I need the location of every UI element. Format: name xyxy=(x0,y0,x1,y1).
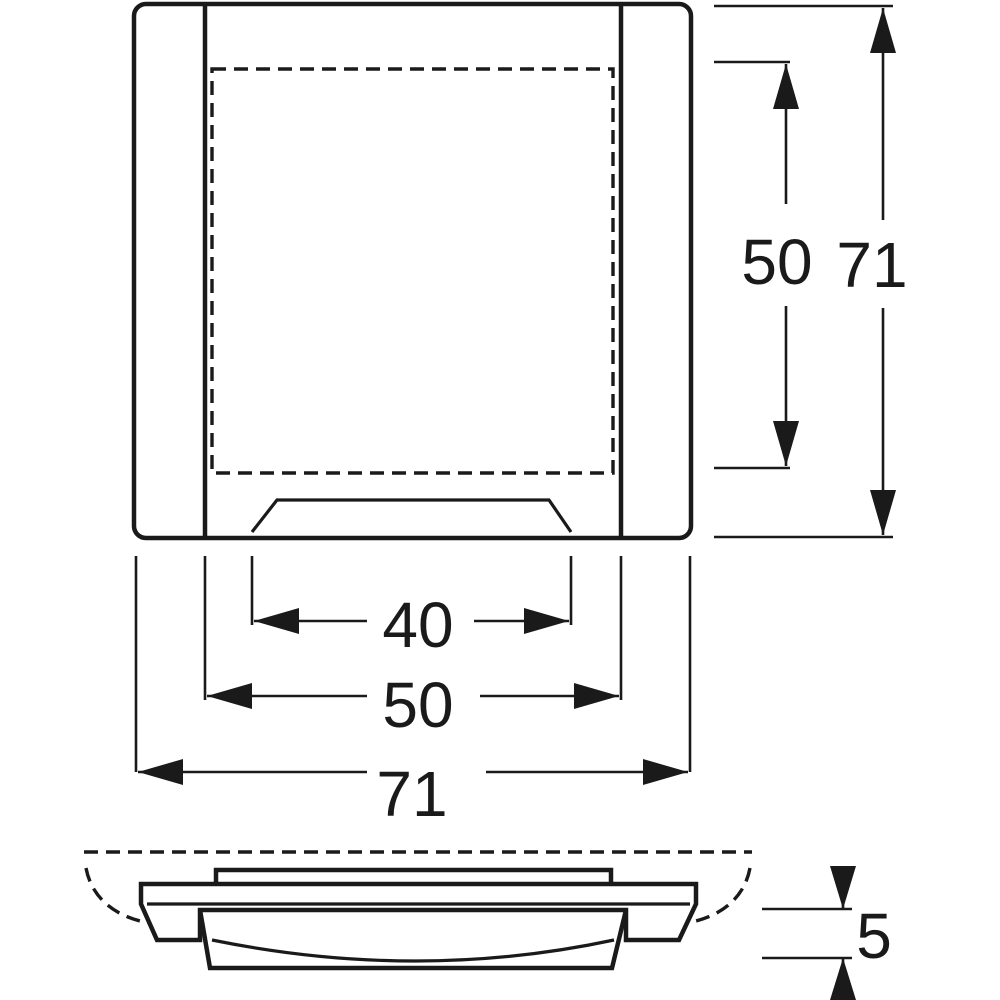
front-view xyxy=(131,1,694,541)
dimension-label-5: 5 xyxy=(856,900,892,972)
dimension-label-50-vertical: 50 xyxy=(741,226,812,298)
arrowhead-50-bottom xyxy=(773,421,799,466)
hidden-arc-left xyxy=(84,867,151,925)
side-view xyxy=(84,850,752,971)
hidden-arc-right xyxy=(685,867,752,925)
arrowhead-71-right xyxy=(643,759,688,785)
frame-profile xyxy=(138,881,699,943)
dimension-label-40: 40 xyxy=(382,589,453,661)
depth-dimension: 5 xyxy=(762,866,892,1000)
label-window xyxy=(250,498,573,533)
arrowhead-40-right xyxy=(524,608,569,634)
arrowhead-50-top xyxy=(773,64,799,109)
dimension-label-71-horizontal: 71 xyxy=(376,758,447,830)
insert-curve xyxy=(211,938,615,963)
dimension-label-50-horizontal: 50 xyxy=(382,669,453,741)
top-plate xyxy=(213,867,614,884)
arrowhead-5-top xyxy=(830,866,856,909)
arrowhead-71-bottom xyxy=(870,490,896,535)
arrowhead-5-bottom xyxy=(830,958,856,1000)
arrowhead-50-left xyxy=(207,683,252,709)
vertical-dimensions: 50 71 xyxy=(714,4,908,539)
insert-body xyxy=(197,909,629,971)
arrowhead-50-right xyxy=(574,683,619,709)
arrowhead-71-top xyxy=(870,8,896,53)
outer-frame xyxy=(131,1,694,541)
arrowhead-71-left xyxy=(138,759,183,785)
arrowhead-40-left xyxy=(254,608,299,634)
dimension-label-71-vertical: 71 xyxy=(836,229,907,301)
horizontal-dimensions: 40 50 71 xyxy=(134,556,692,830)
hidden-opening xyxy=(210,67,615,475)
